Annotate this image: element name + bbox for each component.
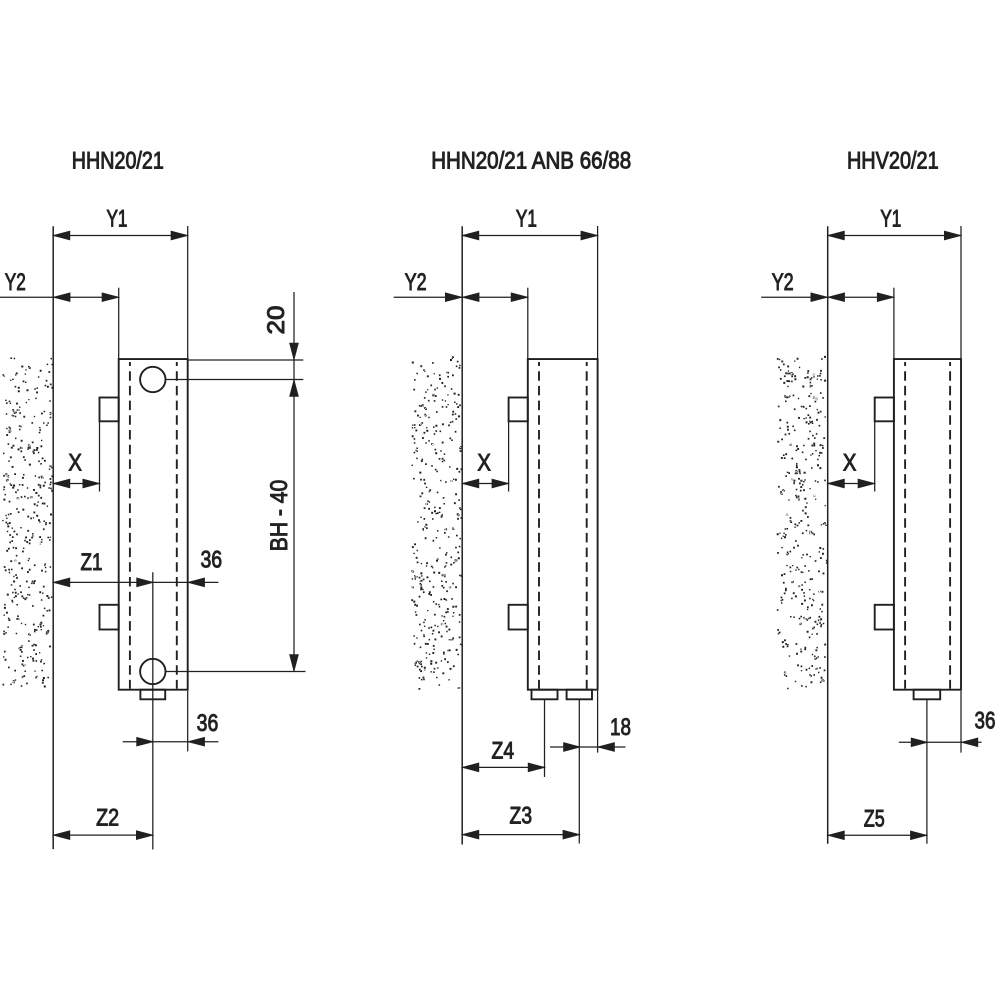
svg-text:Z1: Z1 [81, 549, 103, 576]
svg-text:X: X [68, 450, 82, 477]
svg-text:HHN20/21: HHN20/21 [72, 148, 164, 175]
svg-text:36: 36 [975, 708, 996, 735]
svg-text:Y1: Y1 [880, 206, 901, 233]
svg-text:Z5: Z5 [864, 805, 885, 832]
svg-text:Z3: Z3 [510, 802, 533, 829]
svg-text:Y1: Y1 [516, 206, 537, 233]
svg-text:20: 20 [263, 306, 290, 335]
svg-text:18: 18 [610, 714, 631, 741]
svg-text:Y2: Y2 [405, 269, 427, 296]
svg-text:Y1: Y1 [106, 206, 127, 233]
svg-text:36: 36 [197, 710, 219, 737]
svg-text:Y2: Y2 [5, 269, 26, 296]
svg-text:X: X [477, 450, 491, 477]
svg-text:BH - 40: BH - 40 [266, 480, 293, 552]
svg-text:36: 36 [200, 547, 222, 574]
svg-text:Z2: Z2 [96, 805, 119, 832]
svg-text:HHN20/21 ANB 66/88: HHN20/21 ANB 66/88 [431, 148, 631, 175]
svg-text:Y2: Y2 [772, 269, 794, 296]
svg-text:Z4: Z4 [492, 737, 515, 764]
svg-text:X: X [843, 450, 857, 477]
svg-text:HHV20/21: HHV20/21 [847, 148, 939, 175]
